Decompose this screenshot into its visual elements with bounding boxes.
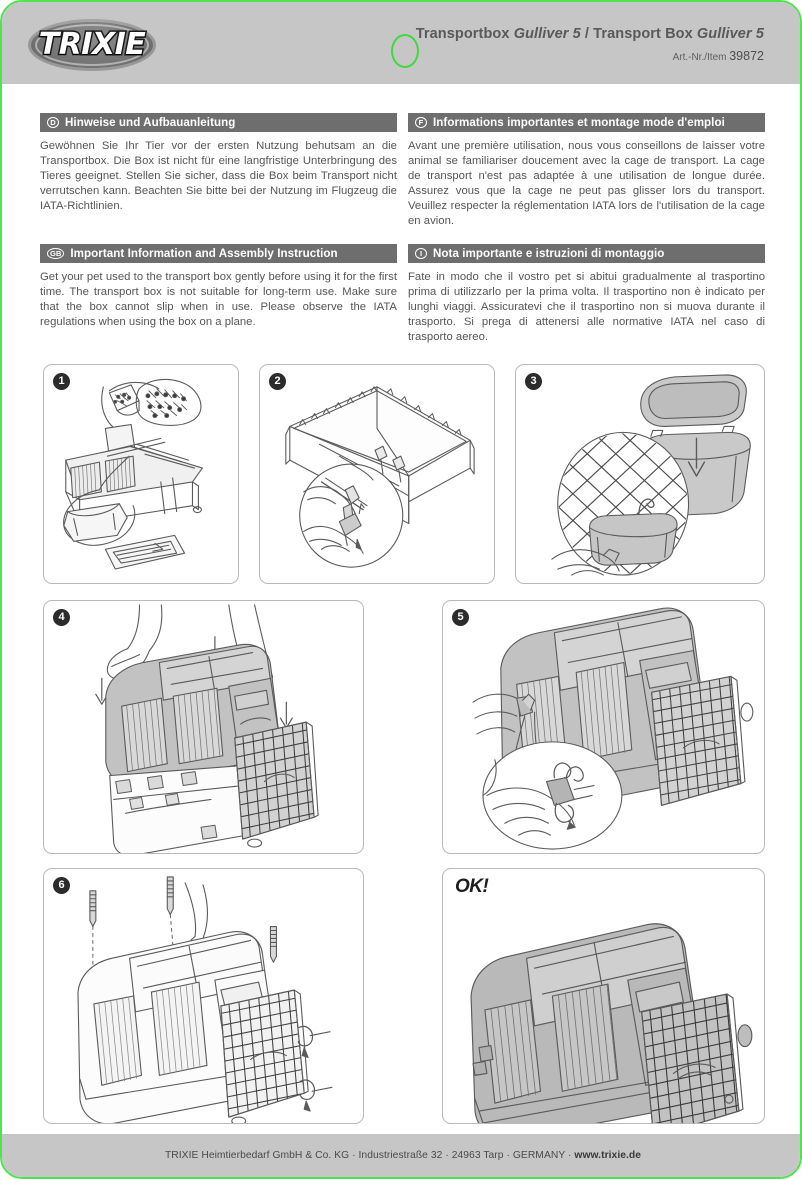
flag-badge-de: D [47,117,59,128]
product-title: Transportbox Gulliver 5 / Transport Box … [416,26,764,42]
step-badge-6: 6 [53,877,70,894]
step-panel-4: 4 [43,600,364,854]
info-heading-en: GB Important Information and Assembly In… [40,244,397,263]
step-badge-2: 2 [269,373,286,390]
footer-website: www.trixie.de [574,1150,642,1161]
info-text-it: Fate in modo che il vostro pet si abitui… [408,271,765,343]
product-model-de: Gulliver 5 [513,26,581,42]
info-heading-label-en: Important Information and Assembly Instr… [70,247,338,260]
step-4-illustration [95,604,319,853]
step-badge-5: 5 [452,609,469,626]
step-badge-1: 1 [53,373,70,390]
punch-hole-icon [391,34,419,68]
step-ok-illustration [470,923,753,1123]
step-panel-ok: OK! [442,868,765,1124]
info-block-fr: F Informations importantes et montage mo… [408,113,765,228]
info-heading-label-de: Hinweise und Aufbauanleitung [65,116,236,129]
step-5-illustration [472,607,754,850]
article-number: Art.-Nr./Item 39872 [673,49,764,63]
trixie-logo: TRIXIE [28,16,156,74]
product-model-en: Gulliver 5 [696,26,764,42]
article-number-value: 39872 [729,49,764,63]
info-text-de: Gewöhnen Sie Ihr Tier vor der ersten Nut… [40,140,397,212]
info-block-it: I Nota importante e istruzioni di montag… [408,244,765,345]
footer-company: TRIXIE Heimtierbedarf GmbH & Co. KG · In… [164,1150,575,1161]
logo-wordmark: TRIXIE [37,26,147,64]
step-panel-1: 1 [43,364,239,584]
product-title-de: Transportbox [415,26,514,42]
step-panel-6: 6 [43,868,364,1124]
step-1-illustration [63,378,203,570]
step-6-illustration [77,876,333,1123]
article-number-label: Art.-Nr./Item [672,52,730,63]
step-2-illustration [285,386,475,568]
product-title-separator: / [580,26,594,42]
info-text-fr: Avant une première utilisation, nous vou… [408,140,765,227]
page-footer: TRIXIE Heimtierbedarf GmbH & Co. KG · In… [2,1134,800,1177]
info-block-de: D Hinweise und Aufbauanleitung Gewöhnen … [40,113,397,214]
step-panel-3: 3 [515,364,765,584]
step-badge-4: 4 [53,609,70,626]
info-block-en: GB Important Information and Assembly In… [40,244,397,330]
info-heading-label-it: Nota importante e istruzioni di montaggi… [433,247,665,260]
step-3-illustration [551,374,751,576]
footer-text: TRIXIE Heimtierbedarf GmbH & Co. KG · In… [165,1150,641,1161]
product-title-en: Transport Box [593,26,697,42]
flag-badge-fr: F [415,117,427,128]
info-heading-label-fr: Informations importantes et montage mode… [433,116,725,129]
step-badge-3: 3 [525,373,542,390]
logo-ellipse [28,19,156,71]
info-text-en: Get your pet used to the transport box g… [40,271,397,328]
ok-label: OK! [455,876,489,897]
step-panel-5: 5 [442,600,765,854]
info-heading-it: I Nota importante e istruzioni di montag… [408,244,765,263]
info-heading-de: D Hinweise und Aufbauanleitung [40,113,397,132]
step-panel-2: 2 [259,364,495,584]
info-heading-fr: F Informations importantes et montage mo… [408,113,765,132]
flag-badge-gb: GB [47,248,65,259]
flag-badge-it: I [415,248,427,259]
page-header: TRIXIE Transportbox Gulliver 5 / Transpo… [2,2,800,84]
